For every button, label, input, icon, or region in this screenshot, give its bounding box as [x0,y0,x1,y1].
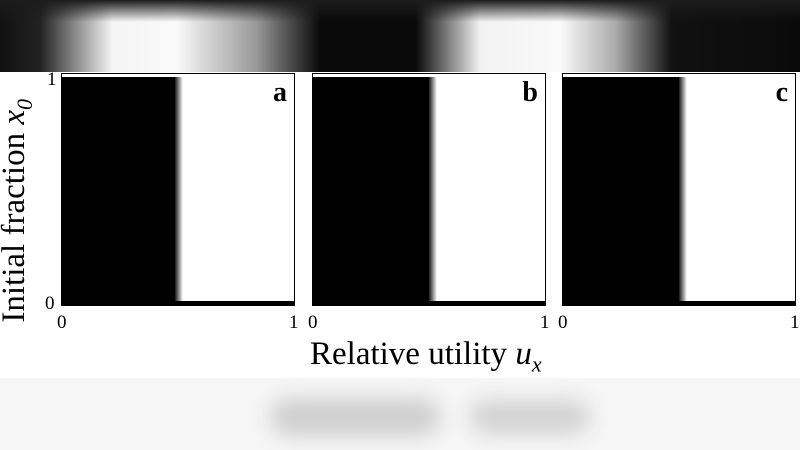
x-tick-0: 0 [558,312,568,333]
panel-c: c [562,73,796,306]
bottom-strip [313,301,545,305]
x-tick-0: 0 [308,312,318,333]
x-tick-1: 1 [790,312,800,333]
x-tick-1: 1 [289,312,299,333]
blurred-shape [270,398,440,436]
x-axis-label: Relative utility ux [310,336,542,377]
bottom-strip [563,301,795,305]
panel-label: c [775,77,788,108]
x-tick-0: 0 [57,312,67,333]
black-region [62,77,175,303]
black-region [313,77,429,303]
panel-b: b [312,73,546,306]
blurred-header-band [0,0,800,72]
panel-label: a [273,77,287,108]
panel-label: b [522,77,538,108]
gradient-edge [175,77,183,303]
black-region [563,77,679,303]
y-tick-1: 1 [47,69,57,90]
y-axis-label: Initial fraction x0 [0,99,37,323]
blurred-shape [470,400,590,434]
gradient-edge [429,77,437,303]
bottom-strip [62,301,294,305]
gradient-edge [679,77,687,303]
panel-a: a [61,73,295,306]
x-tick-1: 1 [540,312,550,333]
y-tick-0: 0 [45,293,55,314]
